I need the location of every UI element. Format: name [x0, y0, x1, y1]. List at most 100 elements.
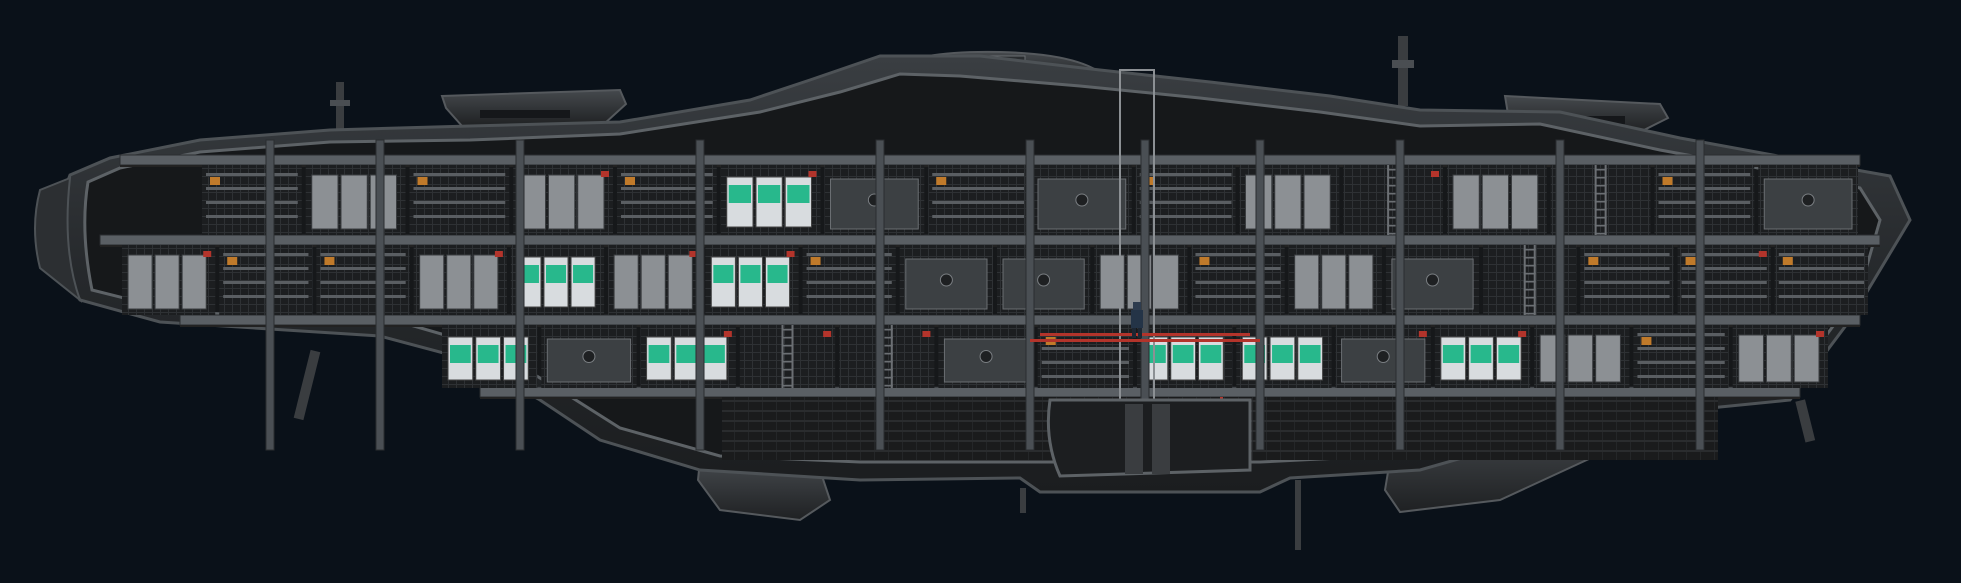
gauge	[1037, 273, 1051, 287]
green-panel	[740, 265, 761, 283]
shelf	[806, 295, 892, 298]
shelf	[1139, 215, 1232, 218]
ladder-rung	[781, 385, 794, 387]
alarm-light	[1816, 331, 1824, 337]
alarm-light	[1418, 331, 1427, 337]
ladder-rung	[1387, 169, 1400, 171]
shelf	[621, 187, 713, 190]
room-wall	[202, 165, 302, 235]
ladder-rung	[781, 337, 794, 339]
upper-deck-room	[928, 165, 1028, 235]
shelf	[1041, 375, 1129, 378]
ladder-rung	[1594, 201, 1607, 203]
crate	[210, 177, 220, 185]
crate	[936, 177, 947, 185]
lower-deck-room	[1236, 325, 1332, 388]
green-panel	[1470, 345, 1492, 363]
ladder-rung	[1523, 289, 1536, 291]
ladder-rung	[880, 337, 893, 339]
middle-deck-room	[316, 245, 410, 315]
locker	[1153, 254, 1179, 310]
upper-deck-room	[305, 165, 406, 235]
room-wall	[1191, 245, 1285, 315]
green-panel	[1498, 345, 1520, 363]
locker	[1793, 334, 1820, 383]
shelf	[932, 215, 1024, 218]
shelf	[320, 267, 406, 270]
shelf	[1139, 201, 1232, 204]
middle-deck-room	[608, 245, 702, 315]
bulkhead	[1025, 139, 1035, 451]
locker	[1321, 254, 1347, 310]
ladder-rung	[1387, 193, 1400, 195]
locker	[181, 254, 207, 310]
upper-deck-room	[1032, 165, 1132, 235]
red-pipe	[1040, 333, 1250, 336]
lower-deck-room	[541, 325, 637, 388]
alarm-light	[494, 251, 503, 257]
locker	[613, 254, 639, 310]
gauge	[1426, 273, 1439, 287]
ladder-rung	[880, 369, 893, 371]
keel-antennas	[1020, 480, 1301, 550]
gauge	[1075, 193, 1089, 207]
locker	[667, 254, 693, 310]
alarm-light	[1518, 331, 1527, 337]
bulkhead	[1255, 139, 1265, 451]
lower-deck-room	[1534, 325, 1630, 388]
shelf	[320, 295, 406, 298]
locker	[1303, 174, 1331, 230]
upper-deck-room	[513, 165, 613, 235]
shelf	[206, 173, 298, 176]
shelf	[1584, 253, 1670, 256]
locker	[1294, 254, 1320, 310]
top-mast-left	[330, 82, 350, 132]
ladder-rung	[1594, 185, 1607, 187]
shelf	[1637, 375, 1725, 378]
shelf	[1778, 267, 1864, 270]
shelf	[1584, 295, 1670, 298]
ladder-rung	[880, 361, 893, 363]
green-panel	[1442, 345, 1464, 363]
ladder-rung	[1387, 225, 1400, 227]
shelf	[1681, 267, 1767, 270]
shelf	[1681, 281, 1767, 284]
bulkhead	[1555, 139, 1565, 451]
ladder-rung	[1523, 313, 1536, 315]
locker	[1511, 174, 1539, 230]
ladder-rung	[1387, 185, 1400, 187]
room-wall	[928, 165, 1028, 235]
room-wall	[1343, 165, 1443, 235]
shelf	[1139, 173, 1232, 176]
green-panel	[477, 345, 499, 363]
ladder-rung	[781, 377, 794, 379]
middle-deck-room	[1774, 245, 1868, 315]
ladder-rung	[781, 353, 794, 355]
ladder-rung	[1387, 217, 1400, 219]
ladder-rung	[1594, 217, 1607, 219]
shelf	[806, 267, 892, 270]
locker	[473, 254, 499, 310]
shelf	[1584, 281, 1670, 284]
shelf	[1637, 347, 1725, 350]
shelf	[621, 201, 713, 204]
green-panel	[1299, 345, 1321, 363]
ladder-rung	[1523, 257, 1536, 259]
middle-deck-room	[122, 245, 216, 315]
ladder-rung	[1594, 233, 1607, 235]
room-wall	[409, 165, 510, 235]
middle-deck-room	[997, 245, 1091, 315]
crew-figure[interactable]	[1131, 302, 1143, 338]
alarm-light	[786, 251, 795, 257]
ladder-rung	[781, 345, 794, 347]
locker	[340, 174, 368, 230]
shelf	[1778, 295, 1864, 298]
ladder-rung	[1594, 177, 1607, 179]
bulkhead	[265, 139, 275, 451]
ladder-rail	[1523, 245, 1526, 315]
bulkhead	[875, 139, 885, 451]
shelf	[413, 201, 506, 204]
green-panel	[545, 265, 567, 283]
shelf	[1681, 295, 1767, 298]
